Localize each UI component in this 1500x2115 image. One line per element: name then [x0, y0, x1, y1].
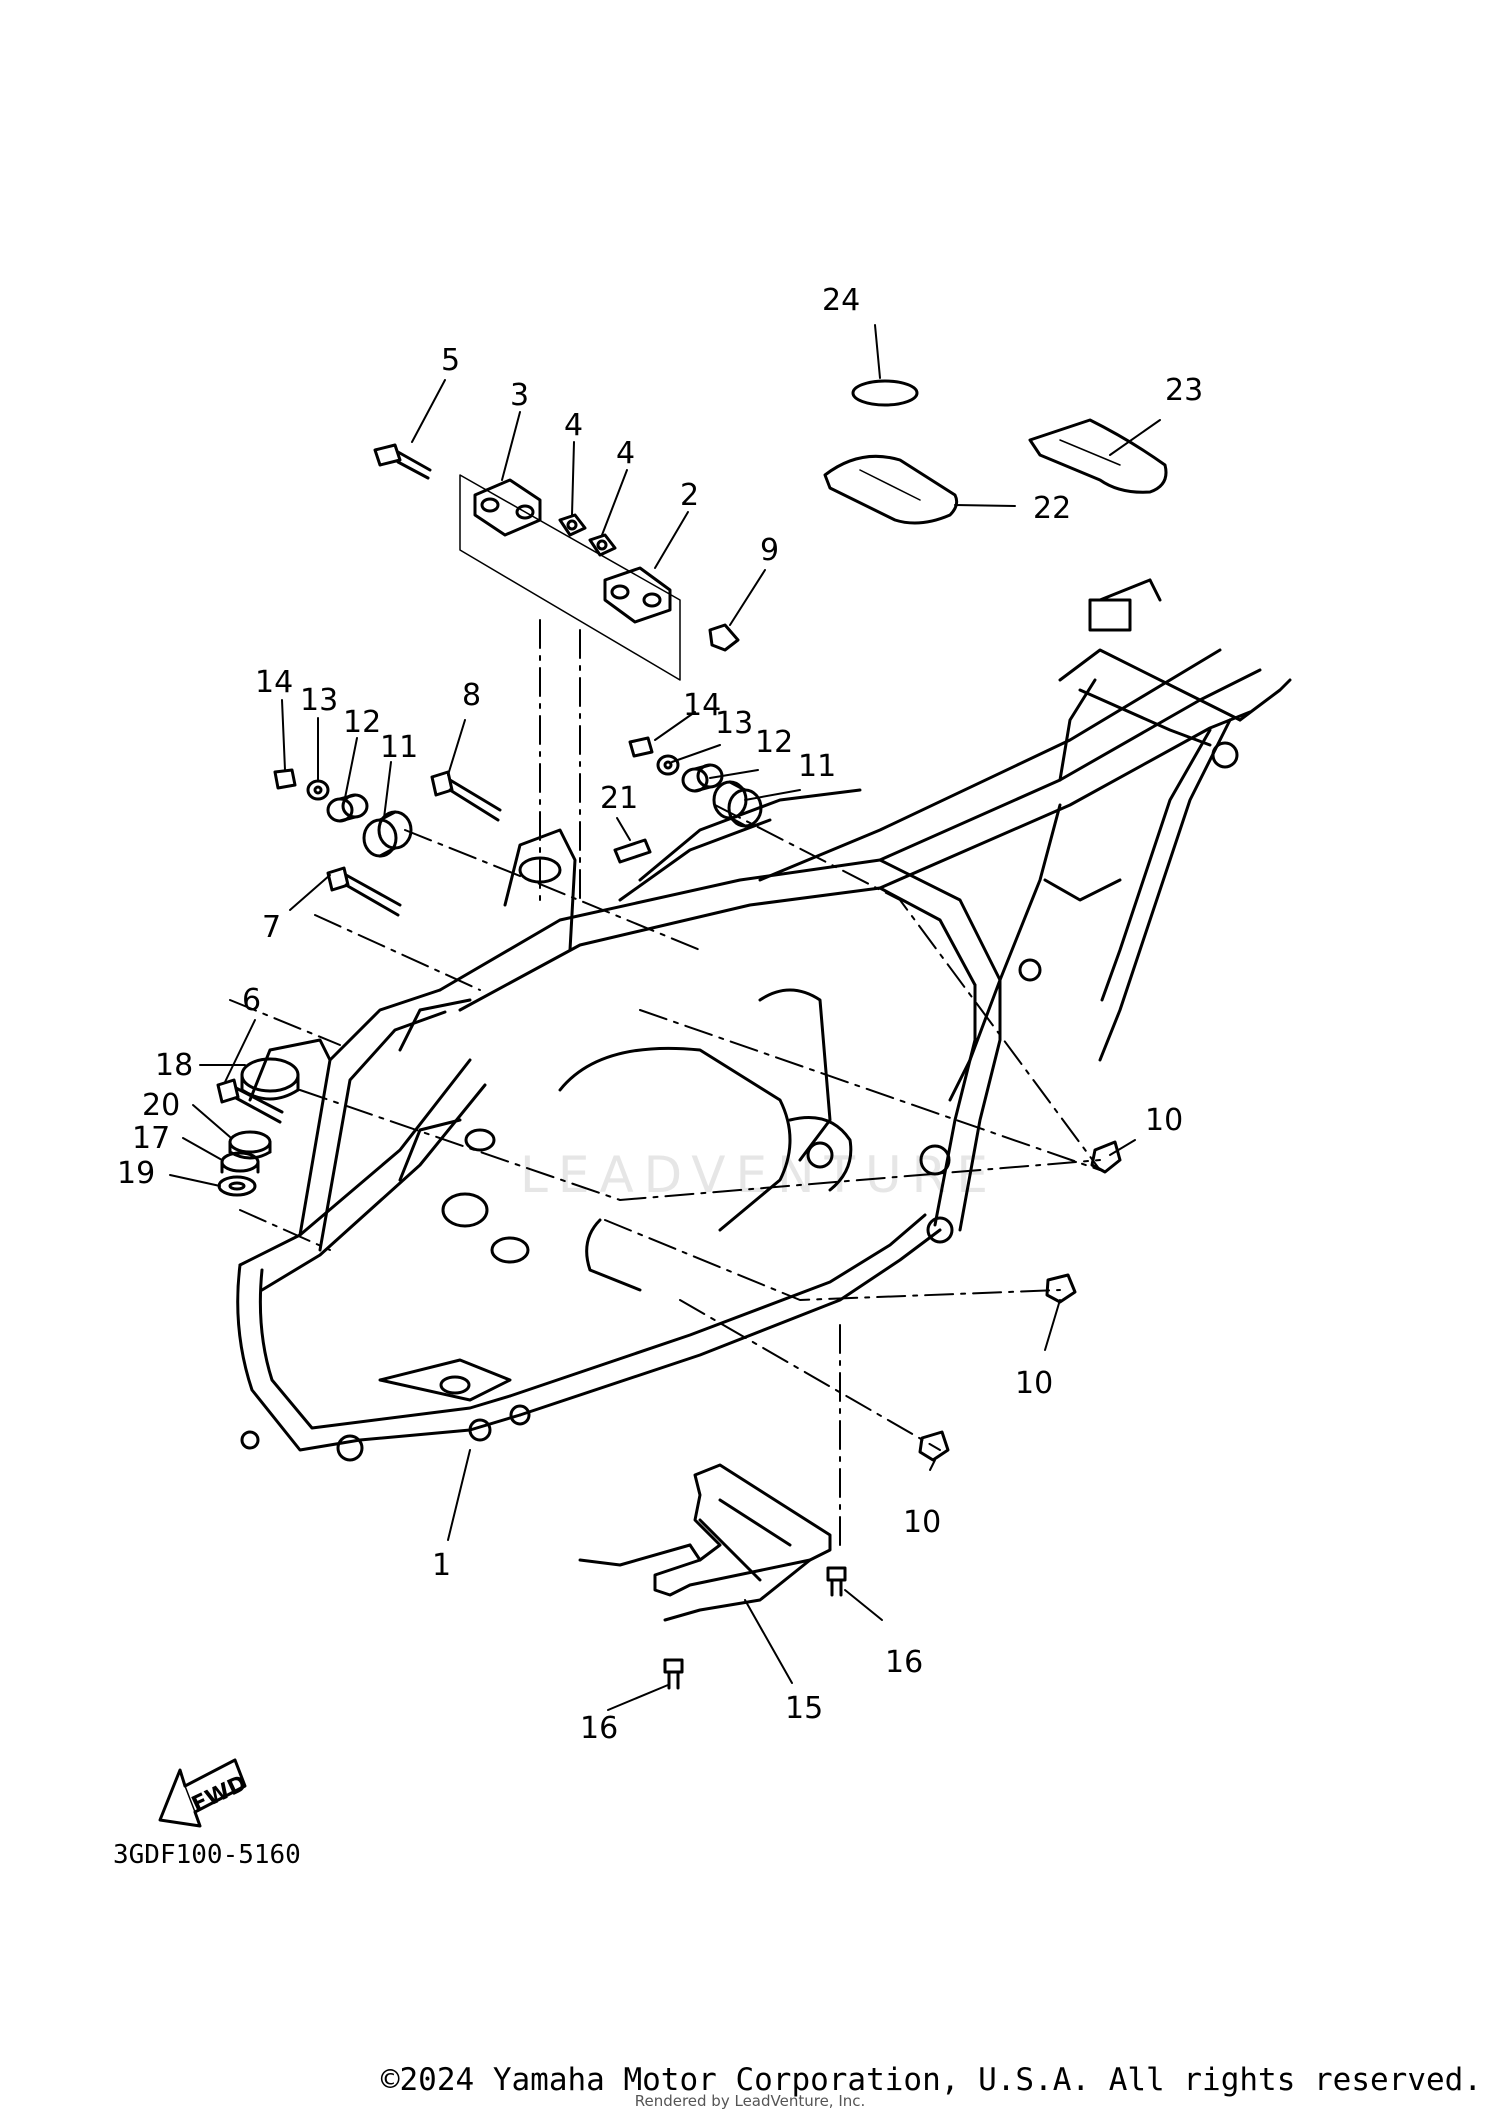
- nut-10c: [918, 1430, 950, 1462]
- callout-15: 15: [785, 1691, 823, 1726]
- callout-20: 20: [142, 1088, 180, 1123]
- callout-5: 5: [441, 343, 460, 378]
- callout-3: 3: [510, 378, 529, 413]
- collar-17: [220, 1151, 260, 1174]
- callout-10c: 10: [903, 1505, 941, 1540]
- bracket-outline: [459, 474, 681, 681]
- callout-8: 8: [462, 678, 481, 713]
- callout-16a: 16: [885, 1645, 923, 1680]
- callout-10b: 10: [1015, 1366, 1053, 1401]
- bolt-5: [373, 443, 432, 480]
- nut-4b: [588, 533, 617, 557]
- bolt-7: [326, 866, 402, 917]
- nut-4a: [558, 513, 587, 537]
- callout-10a: 10: [1145, 1103, 1183, 1138]
- callout-13a: 13: [300, 683, 338, 718]
- label-21: [613, 838, 652, 864]
- bushing-11-left: [362, 810, 413, 858]
- fwd-arrow-icon: [158, 1758, 247, 1828]
- callout-4b: 4: [616, 436, 635, 471]
- rendered-by-note: Rendered by LeadVenture, Inc.: [634, 2092, 866, 2110]
- callout-21: 21: [600, 781, 638, 816]
- bolt-14-right: [628, 736, 654, 758]
- washer-13-left: [306, 779, 330, 801]
- callout-18: 18: [155, 1048, 193, 1083]
- leader-lines: [229, 619, 1101, 1551]
- nut-9: [708, 623, 740, 652]
- bracket-2: [603, 566, 672, 624]
- label-24: [851, 379, 919, 407]
- damper-18: [240, 1057, 300, 1101]
- main-frame: [236, 578, 1292, 1462]
- screw-16b: [663, 1658, 684, 1690]
- callout-7: 7: [262, 910, 281, 945]
- callout-16b: 16: [580, 1711, 618, 1746]
- washer-13-right: [656, 754, 680, 776]
- callout-4a: 4: [564, 408, 583, 443]
- callout-19: 19: [117, 1156, 155, 1191]
- washer-19: [217, 1175, 257, 1197]
- callout-9: 9: [760, 533, 779, 568]
- part-code: 3GDF100-5160: [113, 1840, 301, 1870]
- grommet-20: [228, 1130, 272, 1160]
- bolt-14-left: [273, 768, 297, 790]
- callout-17: 17: [132, 1121, 170, 1156]
- pad-22: [823, 454, 959, 525]
- callout-12b: 12: [755, 725, 793, 760]
- nut-10a: [1090, 1140, 1122, 1174]
- skid-plate-15: [578, 1463, 832, 1622]
- bushing-11-right: [712, 780, 763, 828]
- nut-10b: [1045, 1273, 1077, 1304]
- callout-6: 6: [242, 983, 261, 1018]
- callout-23: 23: [1165, 373, 1203, 408]
- callout-lines: [169, 324, 1161, 1711]
- callout-14a: 14: [255, 665, 293, 700]
- callout-11b: 11: [798, 749, 836, 784]
- bolt-8: [430, 770, 502, 822]
- collar-12-right: [681, 763, 724, 793]
- callout-22: 22: [1033, 491, 1071, 526]
- callout-numbers: 1 2 3 4 4 5 6 7 8 9 10 10 10 11 11 12 12…: [113, 283, 1203, 1870]
- callout-11a: 11: [380, 730, 418, 765]
- callout-1: 1: [432, 1548, 451, 1583]
- collar-12-left: [326, 793, 369, 823]
- screw-16a: [826, 1566, 847, 1597]
- callout-2: 2: [680, 478, 699, 513]
- copyright-notice: ©2024 Yamaha Motor Corporation, U.S.A. A…: [380, 2062, 1482, 2098]
- callout-14b: 14: [683, 688, 721, 723]
- callout-13b: 13: [715, 706, 753, 741]
- callout-12a: 12: [343, 705, 381, 740]
- cover-23: [1028, 418, 1168, 494]
- callout-24: 24: [822, 283, 860, 318]
